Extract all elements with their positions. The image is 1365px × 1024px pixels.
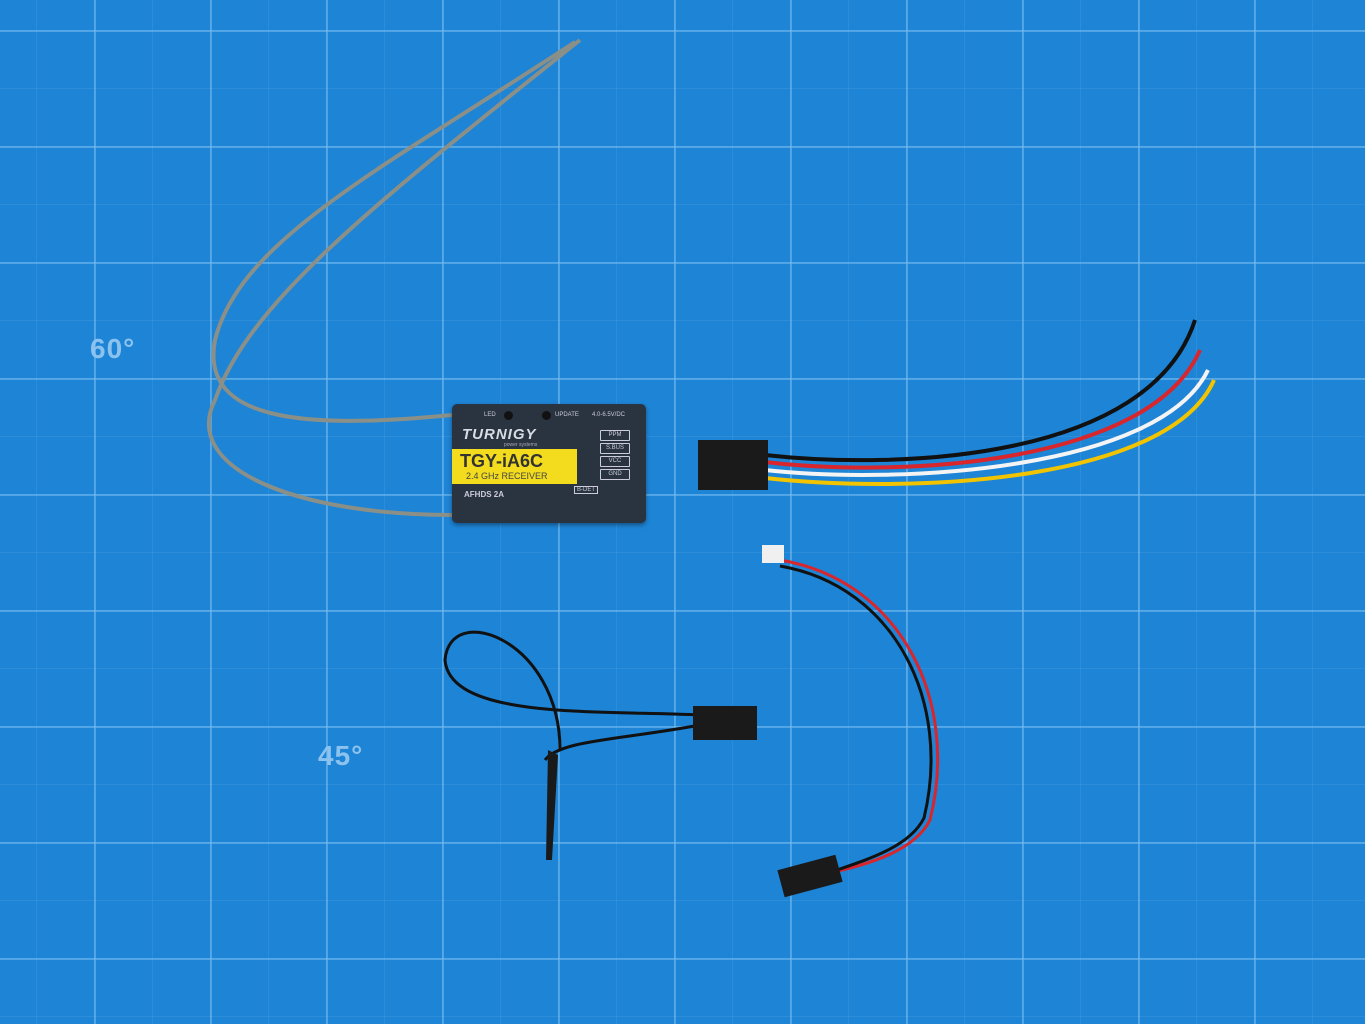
pin-label-sbus: S.BUS — [600, 443, 630, 454]
protocol-label: AFHDS 2A — [464, 490, 505, 499]
bind-plug — [443, 630, 701, 761]
update-button-icon — [542, 411, 551, 420]
led-icon — [504, 411, 513, 420]
voltage-label: 4.0-6.5V/DC — [592, 412, 626, 418]
brand-subtitle: power systems — [504, 442, 538, 448]
band-label: 2.4 GHz RECEIVER — [466, 471, 548, 481]
model-label-background — [452, 449, 577, 484]
pin-label-gnd: GND — [600, 469, 630, 480]
bdet-label: B-DET — [574, 486, 598, 494]
receiver: LED UPDATE 4.0-6.5V/DC TURNIGY power sys… — [452, 404, 646, 523]
pin-label-ppm: PPM — [600, 430, 630, 441]
brand-logo: TURNIGY — [462, 426, 537, 443]
servo-plug — [777, 854, 843, 898]
pin-label-vcc: VCC — [600, 456, 630, 467]
bind-plug-connector — [693, 706, 757, 740]
jst-lead — [779, 558, 940, 886]
led-label: LED — [484, 412, 496, 418]
servo-harness — [764, 319, 1216, 487]
angle-label-45: 45° — [318, 740, 364, 771]
angle-label-60: 60° — [90, 333, 136, 364]
model-name: TGY-iA6C — [460, 451, 544, 471]
update-label: UPDATE — [555, 412, 579, 418]
harness-connector — [698, 440, 768, 490]
antenna-wires — [206, 38, 582, 517]
bind-plug-tab — [546, 750, 558, 860]
jst-plug — [762, 545, 784, 563]
